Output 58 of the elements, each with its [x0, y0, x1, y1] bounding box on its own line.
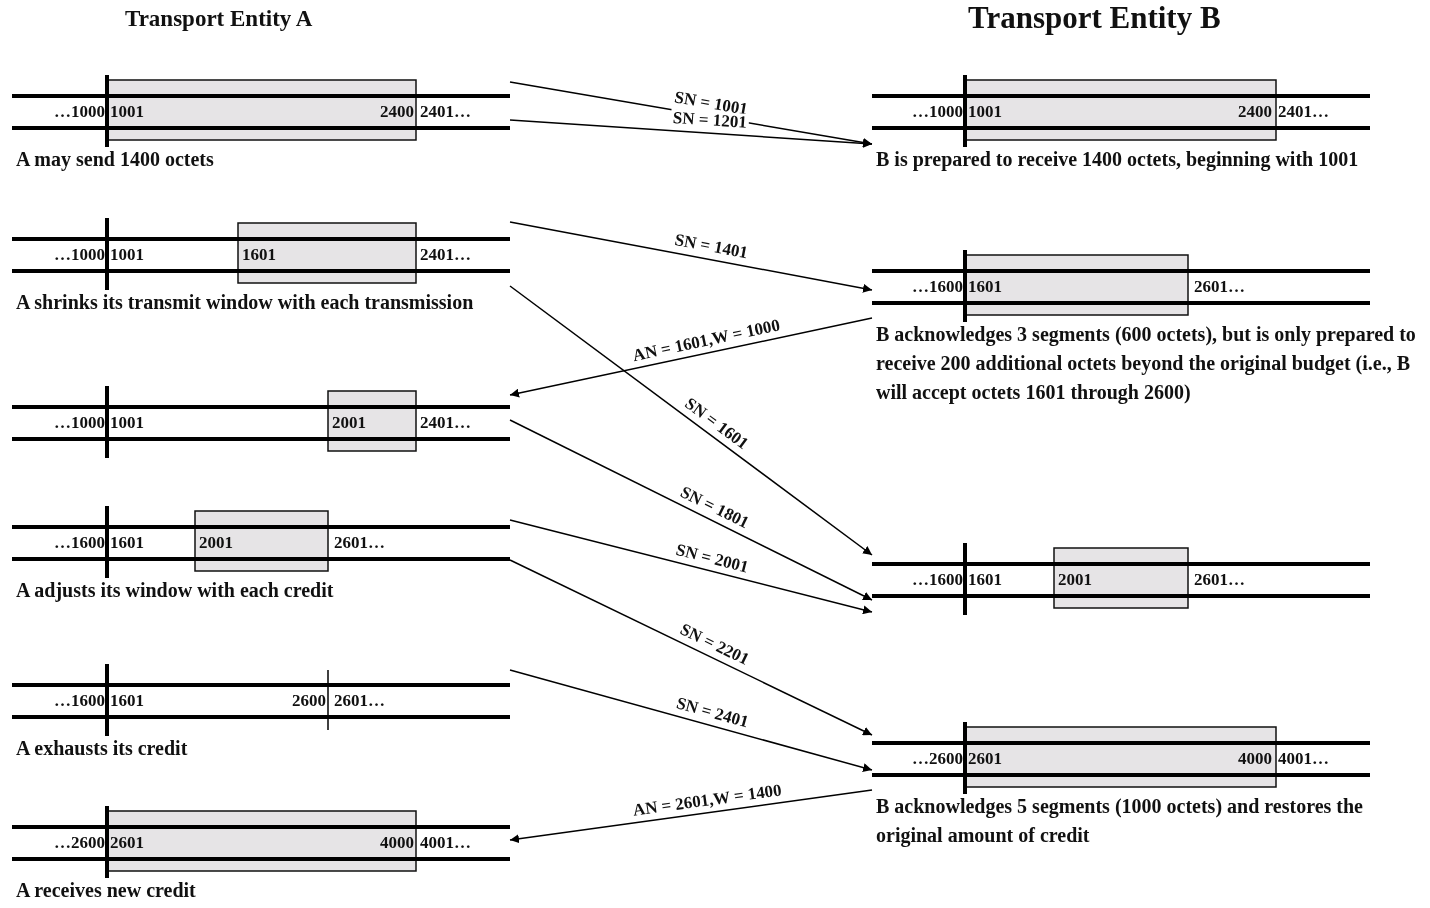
arrow	[509, 419, 873, 601]
caption-text: A exhausts its credit	[16, 736, 189, 761]
arrow	[509, 119, 873, 148]
caption-text: A adjusts its window with each credit	[16, 578, 335, 604]
arrow	[509, 789, 873, 844]
sequence-number: 2401…	[420, 413, 471, 433]
sequence-number: 1601	[110, 533, 144, 553]
sequence-number: 1001	[110, 413, 144, 433]
sequence-number: 1001	[968, 102, 1002, 122]
arrow	[509, 669, 873, 772]
sequence-number: 2401…	[420, 102, 471, 122]
sequence-number: …1000	[54, 413, 105, 433]
sequence-number: 2601…	[334, 691, 385, 711]
sequence-number: 4000	[1238, 749, 1272, 769]
sequence-number: 1601	[242, 245, 276, 265]
sequence-number: …1000	[912, 102, 963, 122]
sequence-number: …1600	[54, 533, 105, 553]
sequence-number: 1001	[110, 245, 144, 265]
sequence-number: 2001	[332, 413, 366, 433]
heading: Transport Entity B	[968, 0, 1221, 36]
caption-text: A may send 1400 octets	[16, 147, 215, 173]
sequence-number: 4001…	[1278, 749, 1329, 769]
sequence-number: 1001	[110, 102, 144, 122]
arrow	[509, 317, 873, 398]
sequence-number: 2600	[292, 691, 326, 711]
caption-text: A shrinks its transmit window with each transmission	[16, 290, 475, 315]
arrow	[509, 221, 873, 293]
sequence-number: …2600	[54, 833, 105, 853]
sequence-number: 2601	[968, 749, 1002, 769]
sequence-number: 2400	[380, 102, 414, 122]
sequence-number: 2601…	[1194, 570, 1245, 590]
arrow	[509, 285, 873, 556]
sequence-number: 2601…	[1194, 277, 1245, 297]
sequence-number: 1601	[110, 691, 144, 711]
sequence-number: …1000	[54, 245, 105, 265]
sequence-number: …1600	[912, 277, 963, 297]
caption-text: B is prepared to receive 1400 octets, beginning with 1001	[876, 147, 1360, 173]
caption-text: B acknowledges 5 segments (1000 octets) and restores the original amount of credit	[876, 794, 1364, 849]
sequence-number: 2401…	[420, 245, 471, 265]
sequence-number: …2600	[912, 749, 963, 769]
sequence-number: 2001	[199, 533, 233, 553]
sequence-number: …1600	[54, 691, 105, 711]
arrow	[509, 559, 873, 736]
sequence-number: …1000	[54, 102, 105, 122]
sequence-number: 2401…	[1278, 102, 1329, 122]
caption-text: A receives new credit	[16, 878, 197, 903]
arrow	[509, 519, 873, 615]
heading: Transport Entity A	[125, 6, 313, 32]
caption-text: B acknowledges 3 segments (600 octets), but is only prepared to receive 200 additional octets beyond the original budget (i.e., B will accept octets 1601 through 2600)	[876, 322, 1417, 406]
sequence-number: 2601…	[334, 533, 385, 553]
sequence-number: 2400	[1238, 102, 1272, 122]
sequence-number: 4000	[380, 833, 414, 853]
sequence-number: 2601	[110, 833, 144, 853]
sequence-number: …1600	[912, 570, 963, 590]
sequence-number: 2001	[1058, 570, 1092, 590]
sequence-number: 1601	[968, 277, 1002, 297]
sequence-number: 1601	[968, 570, 1002, 590]
sequence-number: 4001…	[420, 833, 471, 853]
